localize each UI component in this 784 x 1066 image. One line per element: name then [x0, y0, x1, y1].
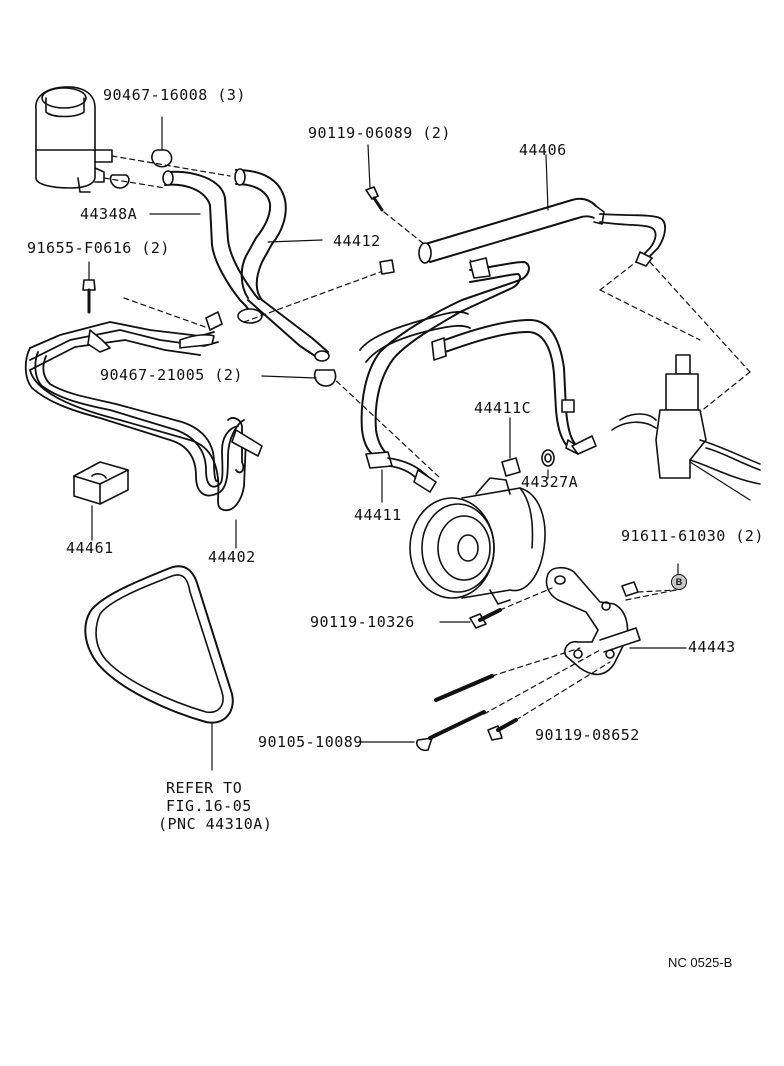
- bolt-90119-06089: [365, 144, 384, 212]
- bolt-90119-08652: [487, 718, 518, 741]
- hose-44412: [234, 168, 330, 362]
- label-44461: 44461: [66, 539, 114, 557]
- steering-gear: [611, 354, 761, 501]
- label-44348A: 44348A: [80, 205, 138, 223]
- label-91611-61030: 91611-61030 (2): [621, 527, 764, 545]
- label-91655-F0616: 91655-F0616 (2): [27, 239, 170, 257]
- stud-bolts: [359, 674, 494, 752]
- line-44406: [418, 154, 666, 267]
- vane-pump: [409, 477, 546, 605]
- reference-line-1: REFER TO: [166, 779, 243, 797]
- label-90467-21005: 90467-21005 (2): [100, 366, 243, 384]
- clamp-90467-16008: [109, 116, 173, 189]
- hose-44411: [359, 257, 597, 503]
- reference-note: REFER TO FIG.16-05 (PNC 44310A): [158, 779, 272, 833]
- label-90105-10089: 90105-10089: [258, 733, 363, 751]
- hose-44348A: [162, 170, 264, 324]
- label-90467-16008: 90467-16008 (3): [103, 86, 246, 104]
- bolt-91655-F0616: [82, 261, 96, 314]
- reservoir-tank: [35, 86, 113, 193]
- bracket-leaders: [483, 587, 677, 721]
- gasket-44327A: [541, 449, 555, 479]
- label-44327A: 44327A: [521, 473, 579, 491]
- label-44443: 44443: [688, 638, 736, 656]
- bolt-90119-10326: [439, 608, 502, 629]
- bracket-44443: [545, 566, 687, 676]
- label-44411: 44411: [354, 506, 402, 524]
- figure-code: NC 0525-B: [668, 955, 733, 970]
- reference-line-3: (PNC 44310A): [158, 815, 273, 833]
- reference-line-2: FIG.16-05: [166, 797, 252, 815]
- clamp-90467-21005: [261, 259, 395, 387]
- label-44406: 44406: [519, 141, 567, 159]
- label-90119-06089: 90119-06089 (2): [308, 124, 451, 142]
- label-44412: 44412: [333, 232, 381, 250]
- v-belt: [84, 565, 234, 771]
- label-90119-10326: 90119-10326: [310, 613, 415, 631]
- union-44411C: [501, 417, 521, 477]
- label-leaders: [149, 213, 679, 577]
- callout-badge-b: B: [671, 574, 687, 590]
- reservoir-leaders: [103, 155, 231, 189]
- label-44411C: 44411C: [474, 399, 532, 417]
- pipe-44402: [24, 311, 263, 549]
- mount-44461: [73, 461, 129, 541]
- label-90119-08652: 90119-08652: [535, 726, 640, 744]
- nut-near-bracket: [621, 581, 639, 597]
- label-44402: 44402: [208, 548, 256, 566]
